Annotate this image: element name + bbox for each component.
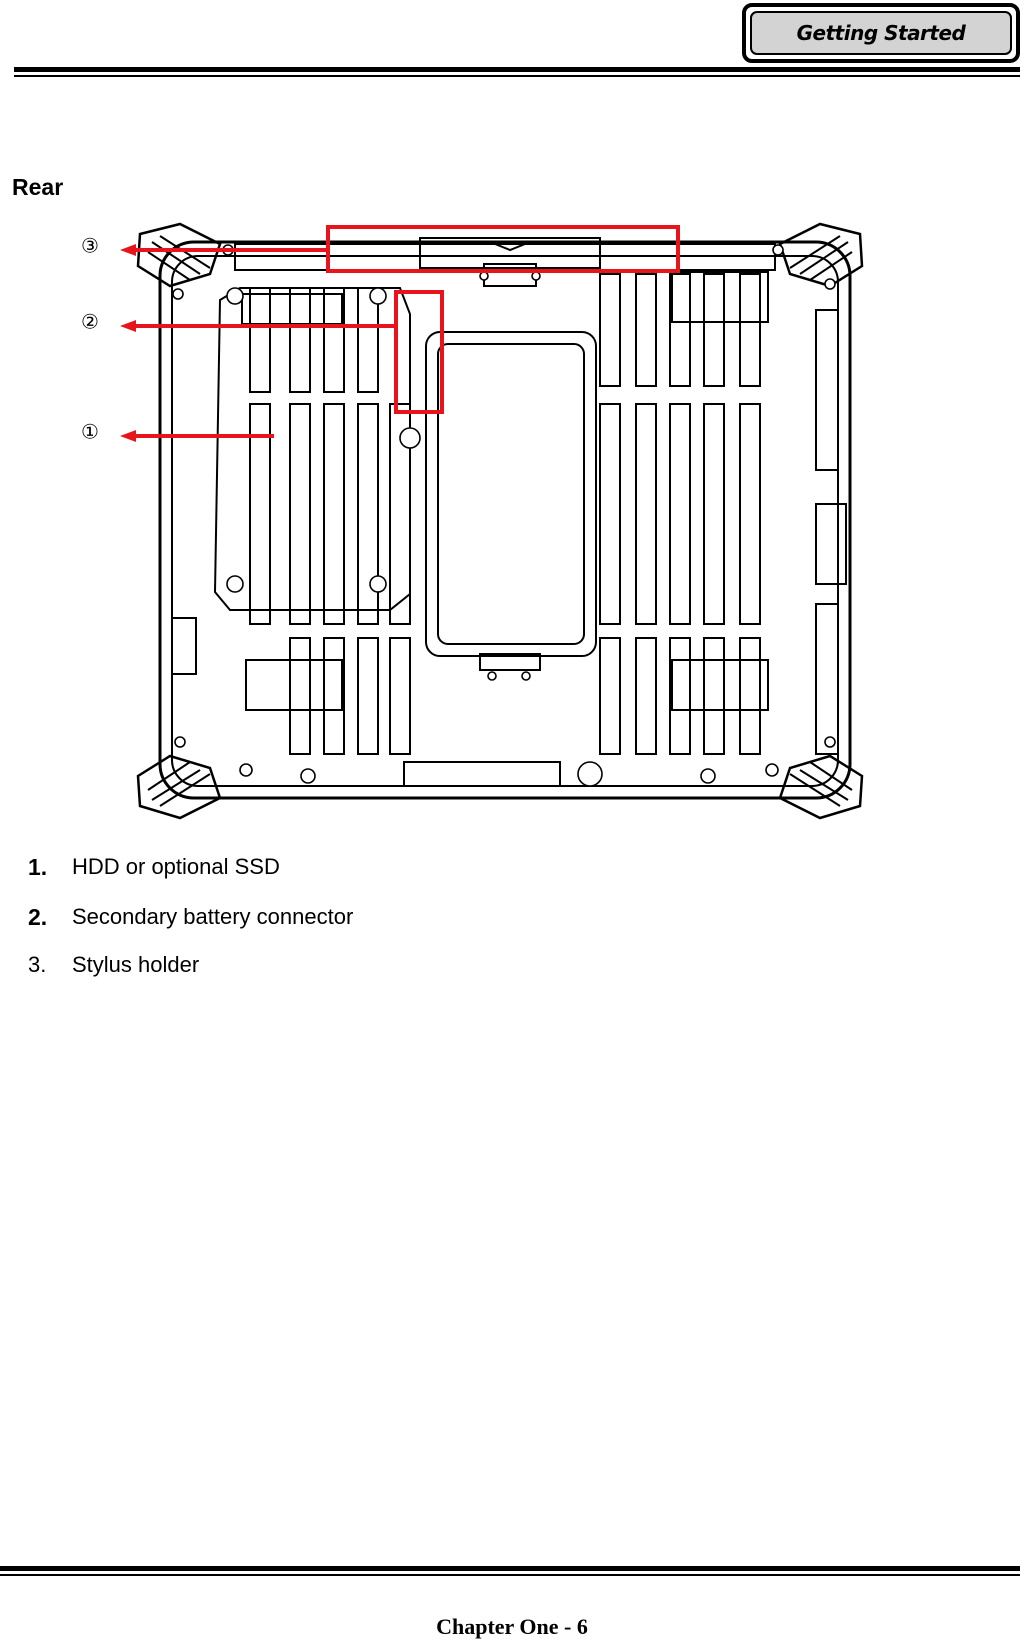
callout-3: ③ [81,234,99,258]
page-footer: Chapter One - 6 [436,1614,588,1639]
callout-1: ① [81,420,99,444]
list-number: 1. [28,854,48,880]
device-outline [136,222,864,820]
arrow-2-head [120,320,136,332]
footer-rule-thin [0,1574,1020,1576]
right-ribs [599,273,761,755]
list-label: Stylus holder [72,952,200,977]
section-title: Rear [12,174,64,200]
corner-bumper-bottom-right [778,754,864,820]
list-label: Secondary battery connector [72,904,354,929]
arrow-1-head [120,430,136,442]
left-ribs [249,287,411,755]
list-label: HDD or optional SSD [72,854,280,879]
arrow-heads [120,244,136,442]
callout-2: ② [81,310,99,334]
list-number: 2. [28,904,48,930]
list-number: 3. [28,952,47,977]
arrow-3-head [120,244,136,256]
header-rule-thick [14,67,1020,72]
corner-bumper-bottom-left [136,754,222,820]
footer-rule-thick [0,1566,1020,1571]
header-rule-thin [14,75,1020,77]
battery-connector-highlight [394,290,444,414]
highlights [132,225,680,438]
corner-bumper-top-right [778,222,864,288]
section-tab: Getting Started [742,3,1020,63]
rear-view-figure: ③ ② ① [81,222,864,820]
screws [172,244,836,787]
section-tab-label: Getting Started [750,11,1012,55]
